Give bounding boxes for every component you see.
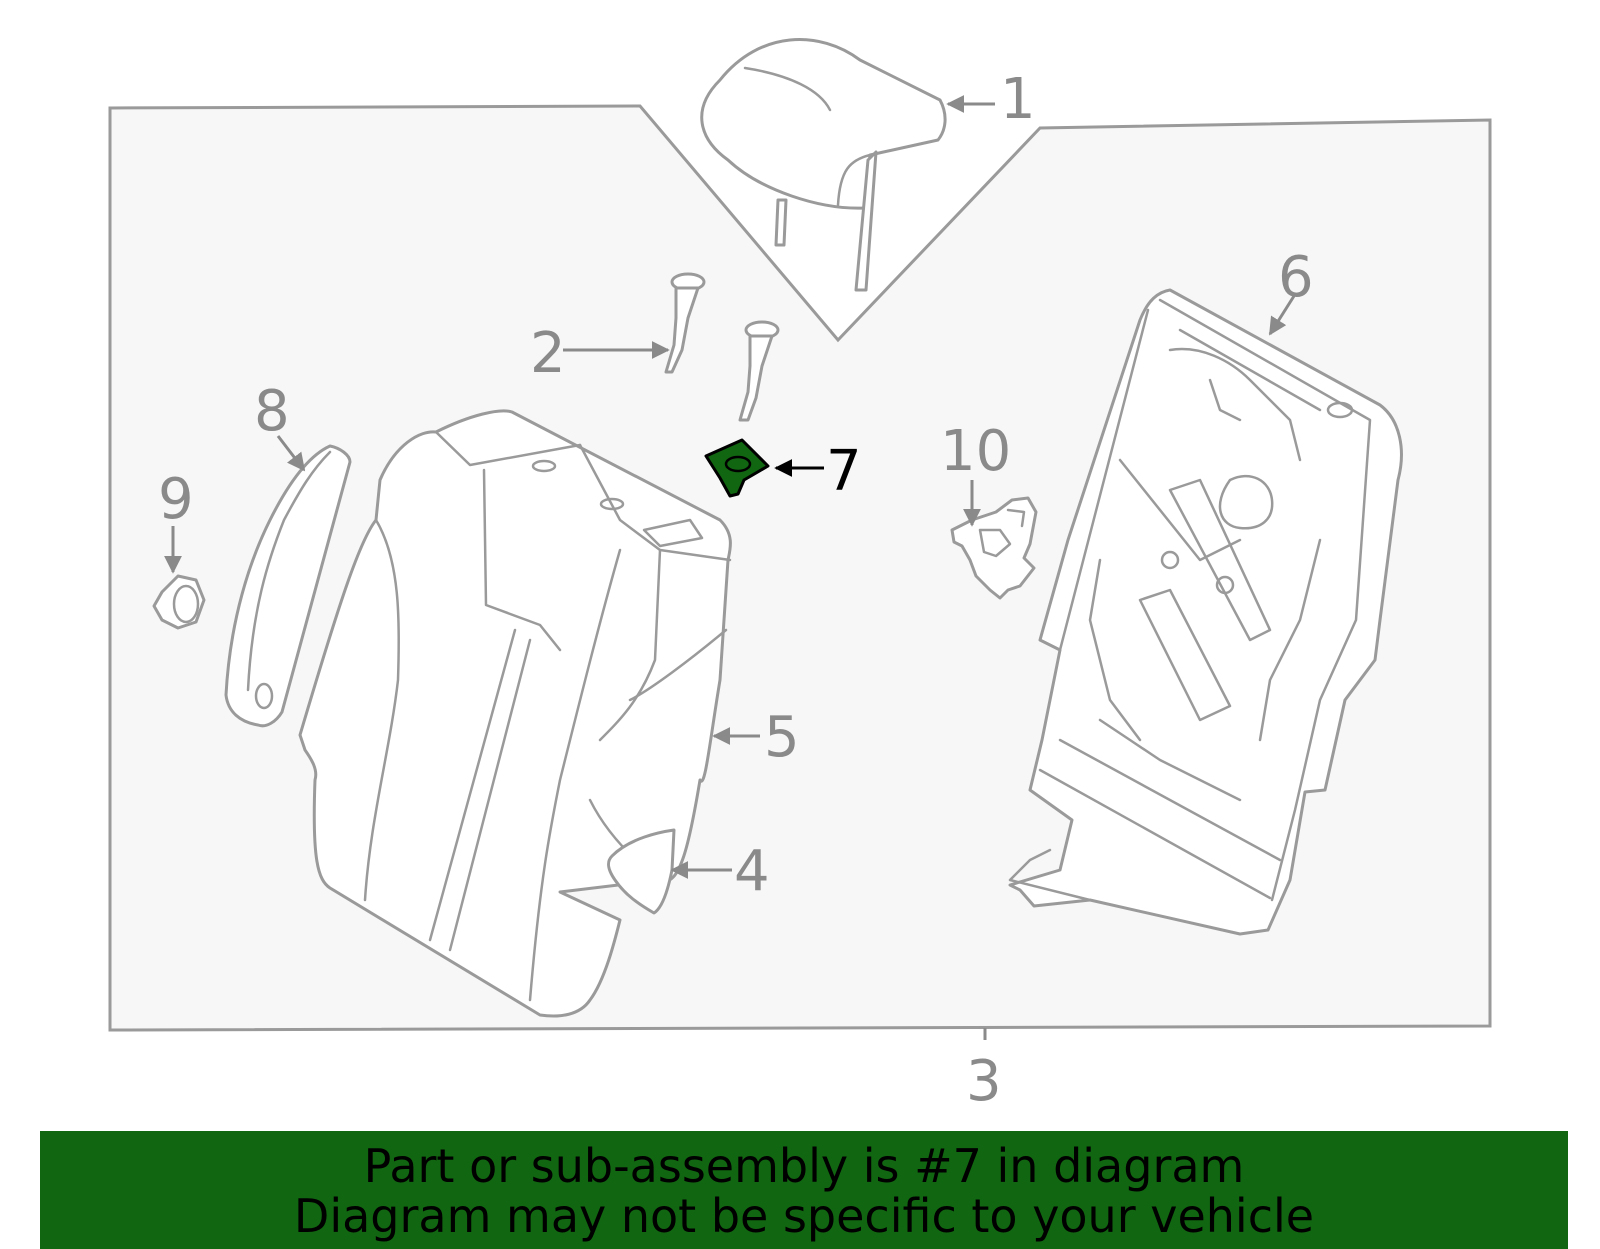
part-6-seat-back-frame[interactable] (1008, 288, 1403, 936)
callout-4: 4 (734, 839, 770, 904)
part-7-clip-highlighted[interactable] (704, 438, 770, 498)
part-2-guide-sleeves[interactable] (664, 272, 780, 422)
callout-9: 9 (158, 467, 194, 532)
part-9-nut[interactable] (152, 574, 206, 630)
callout-2: 2 (530, 321, 566, 386)
part-8-side-trim[interactable] (224, 444, 352, 728)
banner-line-disclaimer: Diagram may not be specific to your vehi… (293, 1189, 1315, 1243)
part-4-trim-cover[interactable] (606, 828, 676, 915)
leader-lines (164, 95, 1296, 1040)
callout-6: 6 (1278, 245, 1314, 310)
callout-5: 5 (764, 705, 800, 770)
callout-10: 10 (940, 419, 1011, 484)
part-1-headrest[interactable] (700, 38, 947, 292)
callout-3: 3 (966, 1049, 1002, 1114)
callout-8: 8 (254, 379, 290, 444)
callout-1: 1 (1000, 67, 1036, 132)
banner-line-part-number: Part or sub-assembly is #7 in diagram (363, 1139, 1245, 1193)
info-banner: Part or sub-assembly is #7 in diagram Di… (40, 1131, 1568, 1249)
callout-7: 7 (826, 439, 862, 504)
